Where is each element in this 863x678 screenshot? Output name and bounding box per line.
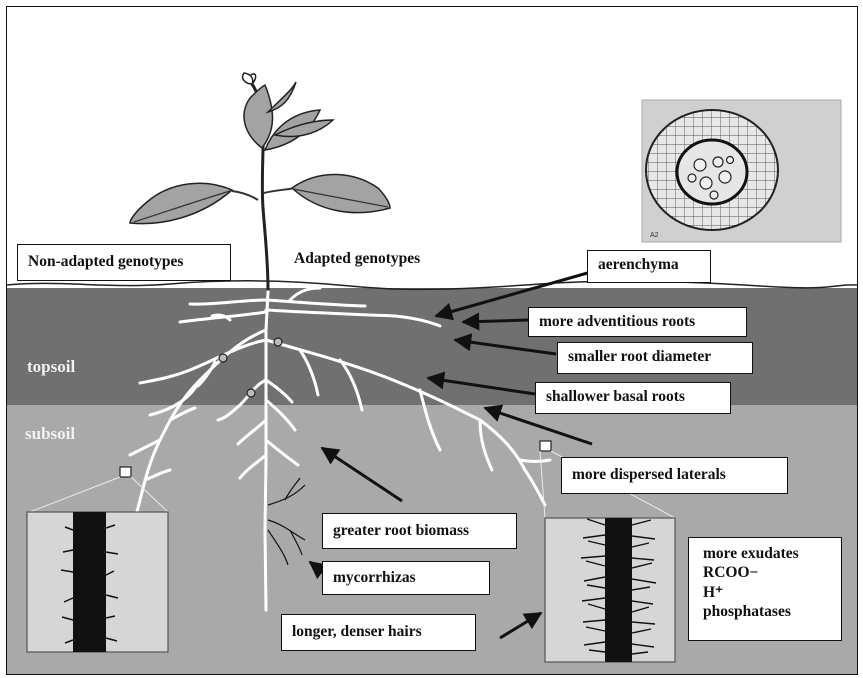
dispersed-laterals-label: more dispersed laterals — [561, 457, 788, 494]
bud — [243, 73, 256, 84]
aerenchyma-cross-section — [642, 100, 841, 242]
right-leaf — [292, 174, 390, 212]
upper-left-leaf — [244, 85, 273, 148]
root-diameter-label: smaller root diameter — [557, 342, 753, 374]
exudates-line-1: more exudates — [703, 544, 827, 563]
root-biomass-label: greater root biomass — [322, 513, 517, 549]
exudates-line-3: H⁺ — [703, 583, 827, 602]
micrograph-caption: A2 — [650, 232, 659, 239]
root-hair-micrograph-right — [545, 518, 675, 662]
soil-surface-line — [7, 281, 857, 290]
mycorrhizal-hyphae — [268, 478, 305, 565]
adapted-genotypes-label: Adapted genotypes — [283, 242, 461, 279]
exudates-line-4: phosphatases — [703, 602, 827, 621]
root-hairs-label: longer, denser hairs — [281, 614, 476, 651]
root-markers — [219, 338, 282, 397]
mycorrhizas-label: mycorrhizas — [322, 561, 490, 595]
left-leaf — [130, 183, 232, 223]
sample-marker-right — [540, 441, 551, 451]
exudates-label: more exudates RCOO− H⁺ phosphatases — [688, 537, 842, 641]
sample-marker-left — [120, 467, 131, 477]
subsoil-label: subsoil — [25, 424, 75, 444]
basal-roots-label: shallower basal roots — [535, 382, 731, 414]
aerenchyma-label: aerenchyma — [587, 250, 711, 283]
non-adapted-genotypes-label: Non-adapted genotypes — [17, 244, 231, 281]
adventitious-roots-label: more adventitious roots — [528, 307, 747, 337]
exudates-line-2: RCOO− — [703, 563, 827, 582]
root-hair-micrograph-left — [27, 512, 168, 652]
topsoil-label: topsoil — [27, 357, 75, 377]
